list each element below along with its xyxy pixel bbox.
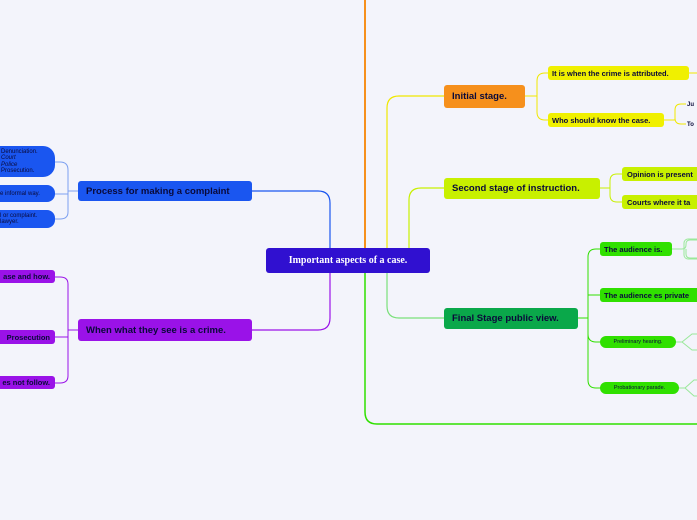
initial-attributed-label: It is when the crime is attributed. xyxy=(552,68,669,78)
initial-who-knows-label: Who should know the case. xyxy=(552,115,651,125)
final-probationary-label: Probationary parade. xyxy=(613,385,666,391)
topic-final-stage-label: Final Stage public view. xyxy=(452,313,559,324)
final-subtopic-audience-private[interactable]: The audience es private xyxy=(600,288,697,302)
channels-line-4: Prosecution. xyxy=(1,168,35,174)
topic-when-crime[interactable]: When what they see is a crime. xyxy=(78,319,252,341)
topic-complaint-process[interactable]: Process for making a complaint xyxy=(78,181,252,201)
who-knows-sub-ju-label: Ju xyxy=(687,101,695,108)
who-knows-sub-to-label: To xyxy=(687,121,694,128)
channels-line-1: Denunciation. xyxy=(1,148,38,155)
central-topic-label: Important aspects of a case. xyxy=(288,255,408,266)
initial-subtopic-attributed[interactable]: It is when the crime is attributed. xyxy=(548,66,689,80)
crime-not-follow-label: es not follow. xyxy=(2,378,50,387)
complaint-subtopic-channels[interactable]: Denunciation. Court Police Prosecution. xyxy=(0,146,55,177)
who-knows-sub-ju[interactable]: Ju xyxy=(687,100,697,109)
topic-initial-stage-label: Initial stage. xyxy=(452,91,507,102)
topic-second-stage-label: Second stage of instruction. xyxy=(452,183,580,194)
second-subtopic-courts[interactable]: Courts where it ta xyxy=(622,195,697,209)
initial-subtopic-who-knows[interactable]: Who should know the case. xyxy=(548,113,664,127)
final-audience-private-label: The audience es private xyxy=(604,290,690,300)
topic-complaint-process-label: Process for making a complaint xyxy=(86,185,230,197)
crime-case-label: ase and how. xyxy=(3,272,50,281)
central-topic[interactable]: Important aspects of a case. xyxy=(266,248,430,273)
who-knows-sub-to[interactable]: To xyxy=(687,120,697,129)
lawyer-line-2: lawyer. xyxy=(0,219,19,225)
second-opinion-label: Opinion is present xyxy=(627,169,693,179)
channels-line-2: Court xyxy=(1,155,16,161)
crime-subtopic-case[interactable]: ase and how. xyxy=(0,270,55,283)
topic-when-crime-label: When what they see is a crime. xyxy=(86,324,226,336)
second-courts-label: Courts where it ta xyxy=(627,197,691,207)
crime-prosecution-label: Prosecution xyxy=(6,332,50,342)
channels-line-3: Police xyxy=(1,161,18,168)
crime-subtopic-not-follow[interactable]: es not follow. xyxy=(0,376,55,389)
topic-final-stage[interactable]: Final Stage public view. xyxy=(444,308,578,329)
final-subtopic-preliminary[interactable]: Preliminary hearing. xyxy=(600,336,676,348)
final-subtopic-probationary[interactable]: Probationary parade. xyxy=(600,382,679,394)
final-subtopic-audience-is[interactable]: The audience is. xyxy=(600,242,672,256)
final-audience-is-label: The audience is. xyxy=(604,244,663,254)
complaint-subtopic-lawyer[interactable]: l or complaint. lawyer. xyxy=(0,210,55,228)
second-subtopic-opinion[interactable]: Opinion is present xyxy=(622,167,697,181)
final-preliminary-label: Preliminary hearing. xyxy=(613,339,663,345)
topic-initial-stage[interactable]: Initial stage. xyxy=(444,85,525,108)
complaint-subtopic-informal[interactable]: e informal way. xyxy=(0,185,55,202)
crime-subtopic-prosecution[interactable]: Prosecution xyxy=(0,330,55,344)
lawyer-line-1: l or complaint. xyxy=(0,212,38,219)
topic-second-stage[interactable]: Second stage of instruction. xyxy=(444,178,600,199)
informal-label: e informal way. xyxy=(0,190,40,197)
